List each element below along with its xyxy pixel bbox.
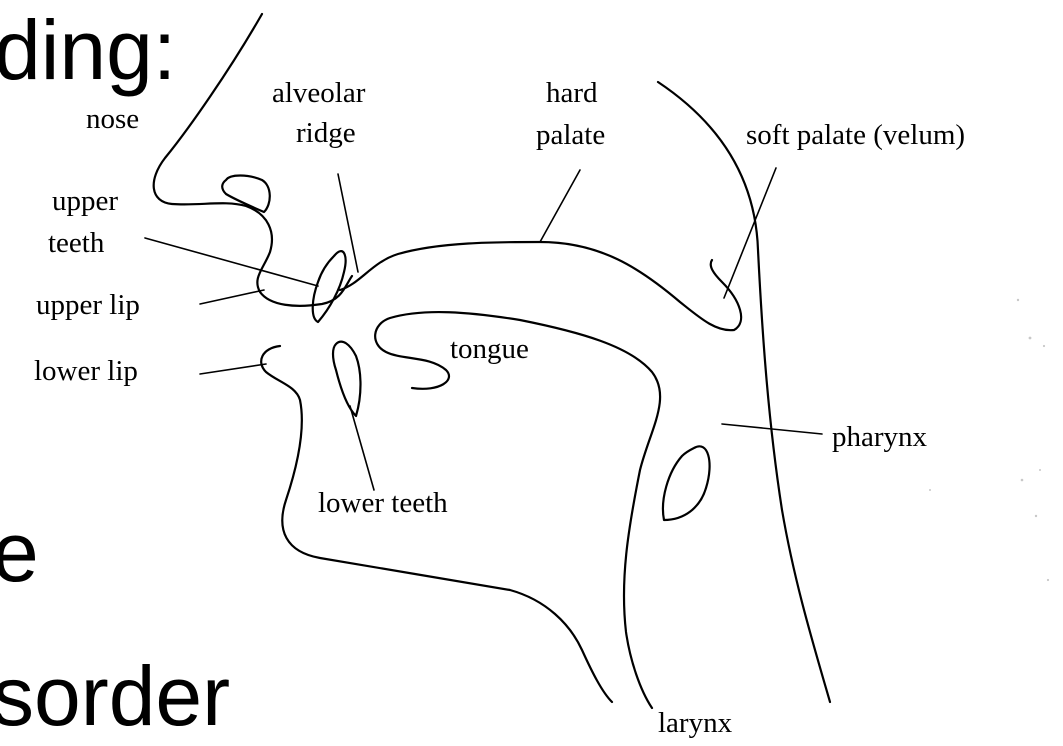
palate-outline: [340, 242, 741, 330]
leader-soft-palate: [724, 168, 776, 298]
leader-lower-teeth: [350, 406, 374, 490]
label-hard-palate-line1: hard: [546, 77, 598, 109]
leader-upper-lip: [200, 290, 264, 304]
jaw-outline: [261, 346, 612, 702]
label-pharynx: pharynx: [832, 421, 928, 453]
label-hard-palate-line2: palate: [536, 119, 605, 151]
label-upper-teeth-line2: teeth: [48, 227, 105, 259]
leader-lower-lip: [200, 364, 266, 374]
label-soft-palate: soft palate (velum): [746, 119, 965, 151]
label-nose: nose: [86, 103, 139, 135]
lower-tooth-outline: [333, 342, 361, 416]
leader-hard-palate: [540, 170, 580, 242]
scan-noise: [929, 299, 1049, 581]
label-alveolar-ridge-line1: alveolar: [272, 77, 366, 109]
epiglottis-outline: [663, 446, 710, 520]
label-alveolar-ridge-line2: ridge: [296, 117, 356, 149]
label-lower-lip: lower lip: [34, 355, 138, 387]
label-tongue: tongue: [450, 333, 529, 365]
pharynx-back-wall: [658, 82, 830, 702]
leader-upper-teeth: [145, 238, 318, 286]
label-lower-teeth: lower teeth: [318, 487, 448, 519]
label-upper-teeth-line1: upper: [52, 185, 118, 217]
face-profile-outline: [154, 14, 352, 306]
leader-alveolar-ridge: [338, 174, 358, 272]
label-upper-lip: upper lip: [36, 289, 140, 321]
label-larynx: larynx: [658, 707, 733, 739]
